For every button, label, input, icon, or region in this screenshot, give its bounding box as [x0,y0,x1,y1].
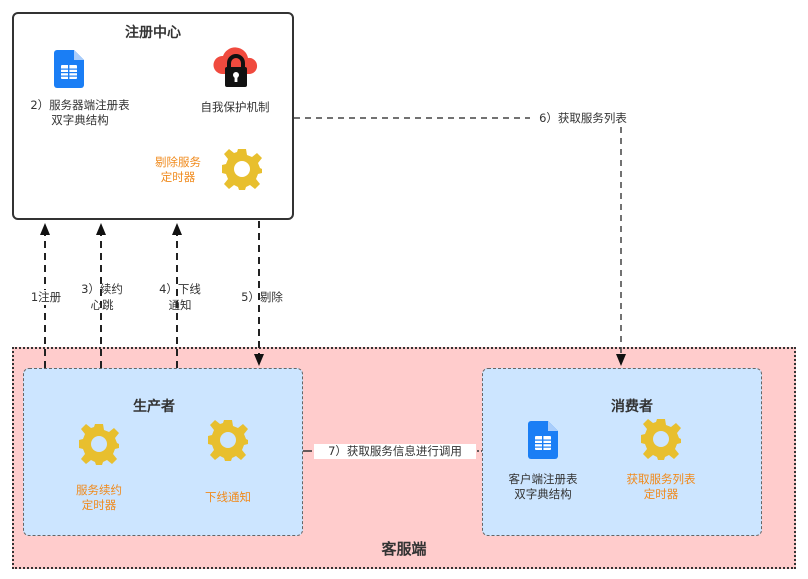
fetch-list-timer-gear-icon [641,419,681,460]
offline-label-2: 通知 [168,298,192,312]
server-registry-doc-icon [54,50,84,88]
evict-label: 5）剔除 [241,290,283,304]
fetch-list-timer-label-2: 定时器 [643,487,679,501]
server-registry-label-2: 双字典结构 [51,113,109,127]
renew-label-2: 心跳 [90,298,114,312]
offline-label-1: 4）下线 [159,282,201,296]
cloud-lock-icon [213,47,258,87]
renew-timer-label-2: 定时器 [81,498,117,512]
evict-timer-label-2: 定时器 [160,170,196,184]
client-registry-label-1: 客户端注册表 [508,472,578,486]
evict-timer-label-1: 剔除服务 [155,155,201,169]
evict-timer-gear-icon [222,149,262,190]
producer-title: 生产者 [133,399,175,415]
fetch-list-label: 6）获取服务列表 [530,111,636,126]
renew-timer-gear-icon [79,424,119,465]
consumer-title: 消费者 [611,399,653,415]
client-registry-doc-icon [528,421,558,459]
renew-timer-label-1: 服务续约 [76,483,122,497]
fetch-list-timer-label-1: 获取服务列表 [626,472,696,486]
client-registry-label-2: 双字典结构 [514,487,572,501]
offline-notice-label: 下线通知 [205,490,251,504]
registry-title: 注册中心 [125,25,181,41]
offline-notice-gear-icon [208,420,248,461]
server-registry-label-1: 2）服务器端注册表 [30,98,130,112]
register-label: 1注册 [28,290,64,305]
renew-label-1: 3）续约 [81,282,123,296]
producer-container [23,368,303,536]
client-side-title: 客服端 [381,540,427,558]
invoke-label: 7）获取服务信息进行调用 [314,444,476,459]
self-protect-label: 自我保护机制 [200,100,270,114]
